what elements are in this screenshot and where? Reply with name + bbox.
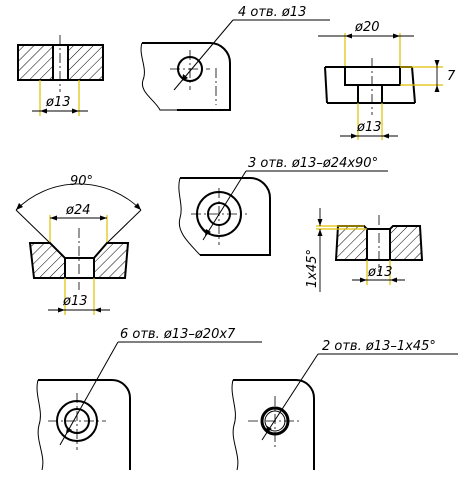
leader-note: 2 отв. ø13–1x45° (322, 339, 436, 354)
view-chamfer-section: 1x45° ø13 (305, 208, 424, 292)
view-through-hole-section: ø13 (17, 35, 104, 116)
leader-line (202, 170, 247, 241)
view-2-chamfered-holes: 2 отв. ø13–1x45° (231, 339, 458, 471)
diameter-label: ø20 (354, 20, 380, 35)
chamfer-label: 1x45° (305, 249, 320, 288)
view-4-holes: 4 отв. ø13 (140, 5, 330, 111)
angle-arc (15, 183, 142, 211)
view-6-counterbored-holes: 6 отв. ø13–ø20x7 (36, 327, 262, 471)
view-counterbore-section: ø20 7 ø13 (318, 20, 456, 140)
view-3-countersunk-holes: 3 отв. ø13–ø24x90° (178, 156, 388, 256)
section-left-block (17, 44, 54, 81)
diameter-label: ø24 (65, 203, 91, 218)
leader-line (261, 353, 319, 441)
diameter-label: ø13 (356, 120, 382, 135)
diameter-label: ø13 (62, 294, 88, 309)
angle-label: 90° (70, 174, 93, 189)
leader-line (59, 341, 119, 446)
leader-note: 4 отв. ø13 (238, 5, 306, 20)
section-right-block (67, 44, 104, 81)
depth-label: 7 (447, 69, 456, 84)
diameter-label: ø13 (45, 95, 71, 110)
leader-note: 3 отв. ø13–ø24x90° (248, 156, 378, 171)
view-countersink-section: 90° ø24 ø13 (15, 174, 142, 315)
leader-note: 6 отв. ø13–ø20x7 (120, 327, 236, 342)
diameter-label: ø13 (367, 265, 393, 280)
